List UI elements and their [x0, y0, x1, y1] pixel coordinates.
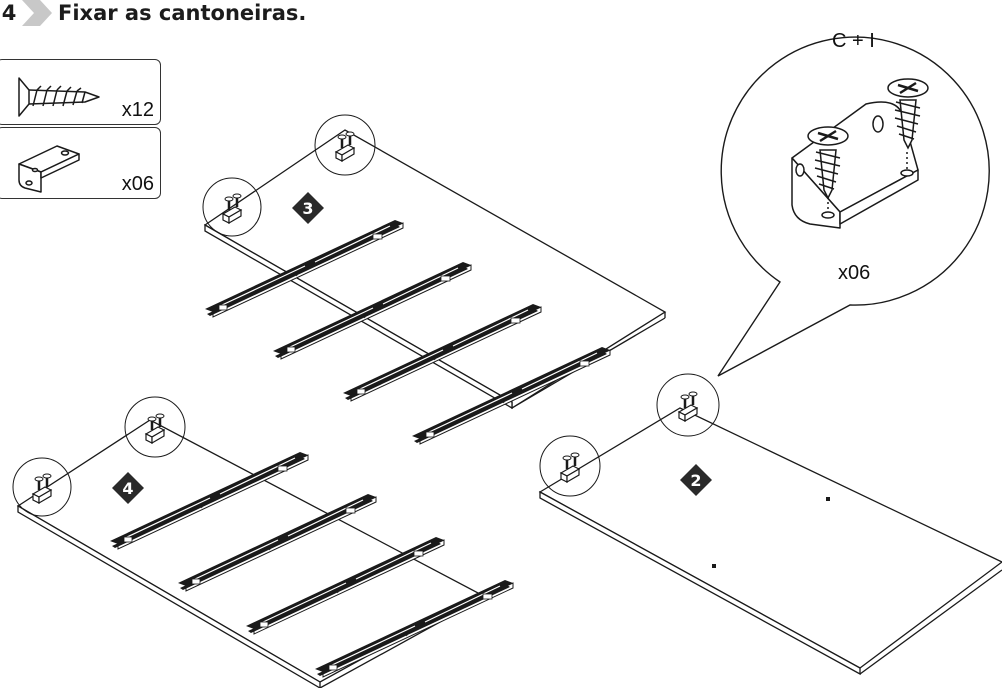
zoomed-bracket	[791, 101, 919, 229]
panel-2	[538, 407, 1002, 676]
callout-bubble	[717, 36, 990, 377]
callout-quantity: x06	[838, 262, 871, 284]
callout-parts-label: C + I	[832, 30, 875, 52]
screw-icon	[18, 77, 100, 117]
rails-panel-3	[204, 219, 611, 445]
panel-marker-4: 4	[112, 472, 144, 504]
rails-panel-4	[109, 451, 514, 678]
screw-quantity: x12	[121, 99, 154, 121]
angle-bracket-icon	[18, 145, 80, 193]
panel-4	[16, 419, 482, 688]
step-title: Fixar as cantoneiras.	[58, 1, 307, 25]
step-header: 4 Fixar as cantoneiras.	[0, 0, 306, 26]
step-arrow-icon	[22, 0, 52, 26]
panel-marker-2-label: 2	[690, 471, 701, 490]
panel-marker-4-label: 4	[122, 479, 133, 498]
panel-marker-3-label: 3	[302, 199, 313, 218]
zoomed-screws	[807, 78, 929, 200]
panel-3	[203, 129, 667, 410]
step-number: 4	[1, 1, 17, 25]
part-box-screw: x12	[0, 59, 161, 125]
panel-marker-2: 2	[680, 464, 712, 496]
part-box-bracket: x06	[0, 127, 161, 199]
panel-marker-3: 3	[292, 192, 324, 224]
bracket-quantity: x06	[121, 173, 154, 195]
